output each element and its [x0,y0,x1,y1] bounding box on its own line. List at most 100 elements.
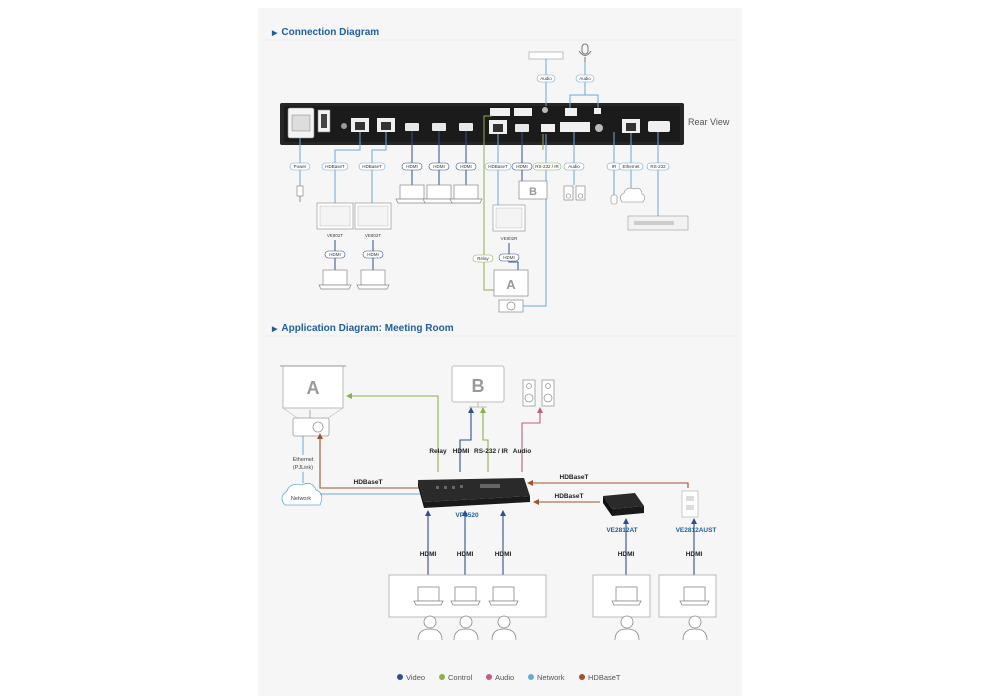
ve2812at-label: VE2812AT [606,527,637,534]
audio-terminal [560,122,590,132]
participant-laptop-5 [679,586,710,641]
hdbaset-pill-1: HDBaseT [321,162,349,171]
ve2812aust-device [681,490,699,518]
projector-icon [498,299,524,313]
rear-view-label: Rear View [688,117,730,127]
vp3520-device [418,478,530,508]
ve802t-device-2: VE802T [354,202,392,238]
speakers-icon [522,379,555,407]
svg-text:A: A [307,378,320,398]
legend-dot-network-icon [528,674,534,680]
participant-laptop-1 [413,586,444,641]
svg-text:Power: Power [294,164,307,169]
rs232-port [648,121,670,132]
display-screen-b: B [518,180,548,200]
power-pill: Power [289,162,311,171]
hdmi-out-pill: HDMI [511,162,533,171]
projector-icon [292,410,330,437]
heading-arrow-icon: ▶ [272,30,278,37]
hdmi-out-port [515,124,529,132]
svg-text:IR: IR [612,164,617,169]
hdmi-pill-rx: HDMI [498,253,520,262]
svg-text:RS-232 / IR: RS-232 / IR [535,164,559,169]
ir-emitter-icon [610,194,618,205]
svg-text:Ethernet: Ethernet [622,164,640,169]
relay-pill: Relay [472,254,494,263]
audio-source-device [528,51,564,60]
legend-item-network: Network [528,673,565,682]
svg-text:Audio: Audio [540,76,552,81]
svg-text:Control: Control [448,673,473,682]
svg-text:HDMI: HDMI [516,164,528,169]
svg-text:HDMI: HDMI [406,164,418,169]
ir-jack [595,124,603,132]
svg-text:HDMI: HDMI [460,164,472,169]
svg-text:VE802T: VE802T [365,233,382,238]
svg-text:VE802R: VE802R [501,236,519,241]
hdbaset-right-label-2: HDBaseT [555,493,584,500]
audio-pill-top-1: Audio [536,74,556,83]
participant-laptop-4 [611,586,642,641]
hdbaset-left-label: HDBaseT [354,479,383,486]
legend-item-audio: Audio [486,673,514,682]
hdmi-bottom-label-5: HDMI [686,551,703,558]
legend: Video Control Audio Network HDBaseT [397,673,621,682]
audio-out-pill: Audio [563,162,585,171]
legend-item-hdbaset: HDBaseT [579,673,621,682]
hdbaset-pill-2: HDBaseT [358,162,386,171]
hdbaset-right-label-1: HDBaseT [560,474,589,481]
svg-text:Video: Video [406,673,425,682]
ground-screw [341,123,347,129]
rs232ir-pill: RS-232 / IR [532,162,562,171]
cloud-icon [620,187,646,203]
laptop-icon [449,184,483,204]
svg-text:Audio: Audio [568,164,580,169]
speakers-icon [563,185,586,201]
svg-text:RS-232: RS-232 [650,164,666,169]
hdmi-pill-in-1: HDMI [324,250,346,259]
laptop-icon [356,269,390,290]
rs232-pill: RS-232 [646,162,670,171]
heading-arrow-icon: ▶ [272,326,278,333]
rs232ir-label: RS-232 / IR [474,448,508,455]
ethernet-pill: Ethernet [618,162,644,171]
hdmi-bottom-label-4: HDMI [618,551,635,558]
participant-laptop-2 [450,586,481,641]
ve2812aust-label: VE2812AUST [676,527,717,534]
relay-label: Relay [429,448,447,455]
svg-text:HDBaseT: HDBaseT [488,164,508,169]
legend-dot-video-icon [397,674,403,680]
hdmi-pill-3: HDMI [455,162,477,171]
hdbaset-pill-3: HDBaseT [484,162,512,171]
hdmi-top-label: HDMI [453,448,470,455]
svg-text:A: A [506,277,516,292]
ethernet-label: Ethernet [293,457,314,463]
hdmi-in-ports [405,123,473,131]
svg-text:B: B [472,376,485,396]
microphone-icon [578,43,592,62]
connection-diagram-heading: ▶Connection Diagram [272,27,380,38]
audio-label: Audio [513,448,531,455]
svg-text:HDMI: HDMI [367,252,379,257]
svg-text:HDMI: HDMI [503,255,515,260]
hdmi-pill-1: HDMI [401,162,423,171]
audio-pill-top-2: Audio [575,74,595,83]
laptop-icon [395,184,429,204]
legend-item-video: Video [397,673,425,682]
svg-text:HDBaseT: HDBaseT [325,164,345,169]
laptop-icon [422,184,456,204]
legend-item-control: Control [439,673,473,682]
hdmi-pill-2: HDMI [428,162,450,171]
relay-terminal [490,108,510,116]
laptop-icon [318,269,352,290]
projector-screen-a: A [493,269,529,297]
svg-text:HDBaseT: HDBaseT [362,164,382,169]
svg-text:Audio: Audio [495,673,514,682]
svg-text:Network: Network [537,673,565,682]
ve802r-device: VE802R [492,204,526,241]
hdmi-bottom-label-3: HDMI [495,551,512,558]
network-label: Network [291,496,311,502]
participant-laptop-3 [488,586,519,641]
legend-dot-hdbaset-icon [579,674,585,680]
svg-text:Relay: Relay [477,256,489,261]
